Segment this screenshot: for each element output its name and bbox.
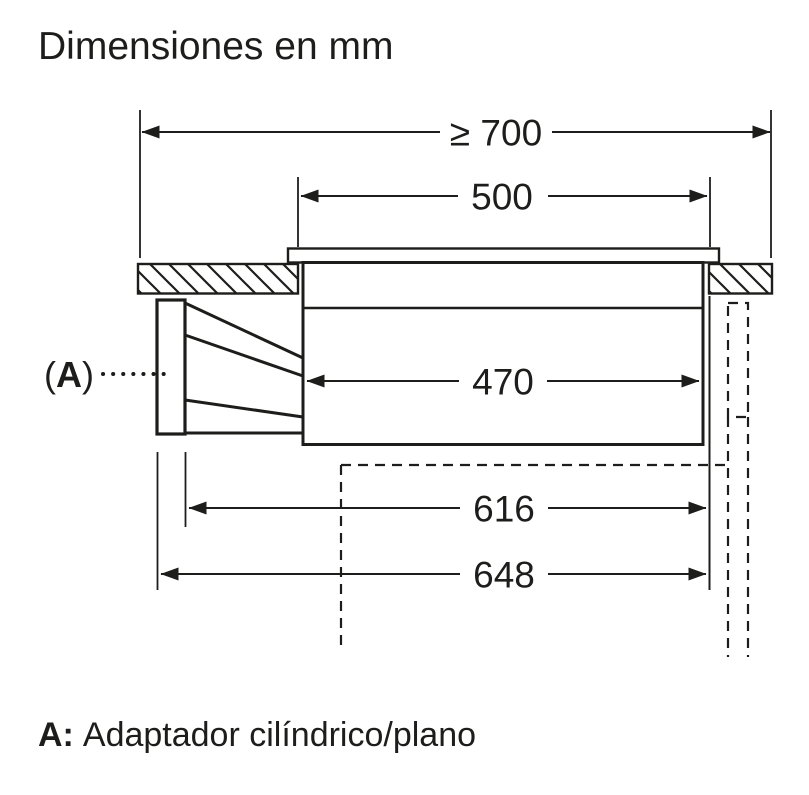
hob-body <box>286 247 721 446</box>
adapter-edge-1 <box>184 301 304 360</box>
dim-label-inner-width: 470 <box>472 362 534 403</box>
worktop-section <box>136 262 774 295</box>
callout-paren-open: ( <box>44 354 56 395</box>
adapter-edge-2 <box>184 333 304 378</box>
footnote-label: A: <box>38 716 74 754</box>
callout-letter: A <box>56 354 82 395</box>
hob-housing-box <box>301 261 705 446</box>
worktop-hatch-right <box>707 262 774 295</box>
adapter-flange <box>155 298 187 436</box>
dim-label-top-clearance: ≥ 700 <box>450 113 542 154</box>
dimension-label-masks <box>440 112 552 594</box>
adapter-edge-3 <box>184 398 304 419</box>
callout-paren-close: ) <box>82 354 94 395</box>
dim-label-cutout-width: 500 <box>471 177 533 218</box>
footnote-text: Adaptador cilíndrico/plano <box>82 716 477 754</box>
adapter-callout: (A) <box>44 354 166 395</box>
dimension-labels: ≥ 700 500 470 616 648 <box>450 113 542 596</box>
dim-label-648: 648 <box>473 555 535 596</box>
extension-lines <box>139 110 772 590</box>
hob-top-plate <box>286 247 721 264</box>
adapter-shape <box>155 298 304 436</box>
worktop-hatch-left <box>136 262 300 295</box>
dim-label-616: 616 <box>473 489 535 530</box>
footnote: A:Adaptador cilíndrico/plano <box>38 715 476 756</box>
duct-clearance-dashed-outline <box>339 301 750 657</box>
duct-dashed-rect <box>726 301 750 419</box>
callout-label: (A) <box>44 354 94 395</box>
page-title: Dimensiones en mm <box>38 25 394 68</box>
